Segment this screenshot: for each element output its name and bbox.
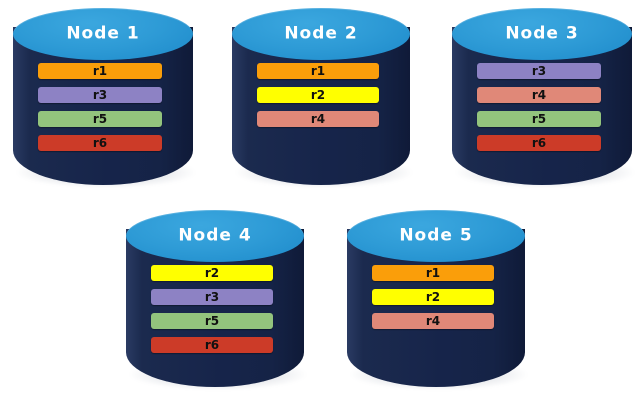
replica-label: r5	[531, 111, 547, 126]
replica-bar[interactable]: r6	[477, 135, 601, 151]
database-node-cylinder[interactable]: Node 4 r2 r3 r5 r6	[126, 210, 306, 390]
replica-bar[interactable]: r6	[38, 135, 162, 151]
replica-label: r1	[425, 265, 441, 280]
replica-label: r3	[92, 87, 108, 102]
replica-label: r6	[531, 135, 547, 150]
node-title: Node 2	[284, 23, 358, 44]
replica-bar[interactable]: r3	[38, 87, 162, 103]
cylinder-top-ellipse: Node 3	[452, 8, 632, 60]
replica-bar[interactable]: r2	[257, 87, 379, 103]
replica-list: r3 r4 r5 r6	[477, 63, 601, 159]
replica-bar[interactable]: r4	[372, 313, 494, 329]
database-node-cylinder[interactable]: Node 1 r1 r3 r5 r6	[13, 8, 195, 188]
replica-label: r4	[310, 111, 326, 126]
replica-bar[interactable]: r1	[38, 63, 162, 79]
replica-label: r6	[92, 135, 108, 150]
replica-list: r1 r3 r5 r6	[38, 63, 162, 159]
replica-bar[interactable]: r3	[477, 63, 601, 79]
database-node-cylinder[interactable]: Node 2 r1 r2 r4	[232, 8, 412, 188]
replica-bar[interactable]: r5	[151, 313, 273, 329]
replica-bar[interactable]: r4	[257, 111, 379, 127]
replica-bar[interactable]: r2	[372, 289, 494, 305]
cylinder-top-ellipse: Node 1	[13, 8, 193, 60]
replica-list: r1 r2 r4	[372, 265, 494, 337]
cylinder-top-ellipse: Node 4	[126, 210, 304, 262]
replica-bar[interactable]: r5	[38, 111, 162, 127]
replica-label: r2	[310, 87, 326, 102]
replica-bar[interactable]: r1	[257, 63, 379, 79]
replica-label: r4	[425, 313, 441, 328]
replica-label: r3	[531, 63, 547, 78]
database-node-cylinder[interactable]: Node 3 r3 r4 r5 r6	[452, 8, 634, 188]
replica-label: r2	[204, 265, 220, 280]
replica-label: r1	[92, 63, 108, 78]
replica-label: r2	[425, 289, 441, 304]
node-title: Node 5	[399, 225, 473, 246]
node-title: Node 4	[178, 225, 252, 246]
replica-list: r2 r3 r5 r6	[151, 265, 273, 361]
replica-label: r4	[531, 87, 547, 102]
node-title: Node 1	[66, 23, 140, 44]
cylinder-top-ellipse: Node 5	[347, 210, 525, 262]
replica-label: r6	[204, 337, 220, 352]
database-node-cylinder[interactable]: Node 5 r1 r2 r4	[347, 210, 527, 390]
replica-bar[interactable]: r4	[477, 87, 601, 103]
replica-bar[interactable]: r6	[151, 337, 273, 353]
replica-bar[interactable]: r5	[477, 111, 601, 127]
replica-bar[interactable]: r2	[151, 265, 273, 281]
replica-label: r1	[310, 63, 326, 78]
replica-list: r1 r2 r4	[257, 63, 379, 135]
replica-label: r3	[204, 289, 220, 304]
cylinder-top-ellipse: Node 2	[232, 8, 410, 60]
replica-bar[interactable]: r3	[151, 289, 273, 305]
replica-label: r5	[204, 313, 220, 328]
replica-bar[interactable]: r1	[372, 265, 494, 281]
node-title: Node 3	[505, 23, 579, 44]
replica-label: r5	[92, 111, 108, 126]
